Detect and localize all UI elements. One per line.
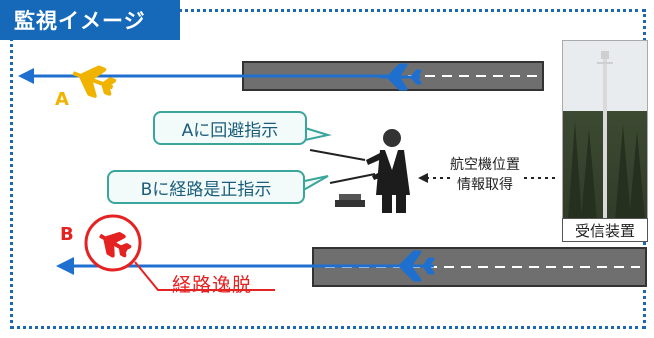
aircraft-b-icon [99, 231, 132, 258]
aircraft-a-icon [72, 65, 117, 98]
deviation-label: 経路逸脱 [172, 274, 253, 296]
flight-path-a-arrowhead [18, 68, 34, 84]
diagram-title: 監視イメージ [0, 0, 180, 40]
aircraft-b-label: B [60, 224, 74, 245]
info-arrowhead [418, 173, 428, 183]
receiver-label: 受信装置 [562, 218, 648, 242]
receiver-photo [562, 40, 648, 237]
title-text: 監視イメージ [14, 9, 146, 33]
aircraft-a-label: A [55, 89, 69, 110]
instruction-b-bubble: Bに経路是正指示 [107, 170, 305, 204]
info-label: 航空機位置 情報取得 [450, 155, 520, 195]
flight-path-b-arrowhead [56, 257, 74, 275]
upper-runway-aircraft-icon [380, 63, 422, 91]
lower-runway-aircraft-icon [392, 250, 435, 282]
instruction-b-text: Bに経路是正指示 [140, 179, 272, 200]
controller-figure [309, 129, 410, 213]
receiver-label-text: 受信装置 [574, 221, 635, 240]
instruction-a-text: Aに回避指示 [181, 120, 279, 141]
receiver-tower-icon [568, 51, 645, 221]
speech-a-tail [304, 126, 332, 142]
instruction-a-bubble: Aに回避指示 [153, 111, 307, 145]
info-label-line1: 航空機位置 [450, 157, 520, 173]
info-label-line2: 情報取得 [457, 177, 513, 193]
deviation-leader-line [134, 261, 275, 291]
